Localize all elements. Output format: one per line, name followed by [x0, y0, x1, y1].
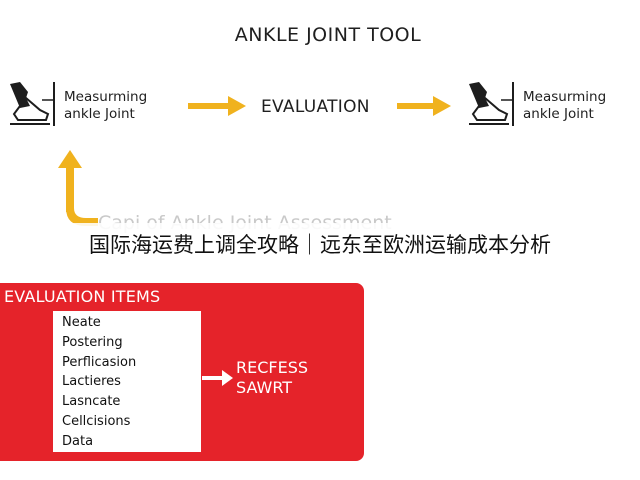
arrow-evaluation-to-right: [397, 96, 451, 116]
result-line1: RECFESS: [236, 358, 309, 377]
overlay-banner: [0, 223, 640, 261]
arrow-up-feedback: [58, 150, 98, 226]
arrow-left-to-evaluation: [188, 96, 246, 116]
list-item: Postering: [62, 335, 123, 350]
list-item: Data: [62, 434, 94, 449]
overlay-banner-text: 国际海运费上调全攻略｜远东至欧洲运输成本分析: [89, 233, 551, 257]
list-item: Neate: [62, 315, 101, 330]
list-item: Lasncate: [62, 394, 121, 409]
right-node-line2: ankle Joint: [523, 106, 594, 122]
evaluation-node: EVALUATION: [261, 97, 370, 117]
list-item: Cellcisions: [62, 414, 131, 429]
right-node-label: Measurming ankle Joint: [523, 89, 633, 123]
diagram-title: ANKLE JOINT TOOL: [234, 24, 422, 46]
right-node-line1: Measurming: [523, 89, 607, 105]
panel-title: EVALUATION ITEMS: [4, 287, 161, 306]
left-node-line1: Measurming: [64, 89, 148, 105]
result-label: RECFESS SAWRT: [236, 358, 308, 398]
left-node-label: Measurming ankle Joint: [64, 89, 174, 123]
foot-measure-icon: [469, 82, 514, 126]
list-item: Lactieres: [62, 374, 121, 389]
result-line2: SAWRT: [236, 378, 293, 397]
foot-measure-icon: [10, 82, 55, 126]
items-list-box: [53, 311, 201, 452]
list-item: Perflicasion: [62, 355, 137, 370]
left-node-line2: ankle Joint: [64, 106, 135, 122]
